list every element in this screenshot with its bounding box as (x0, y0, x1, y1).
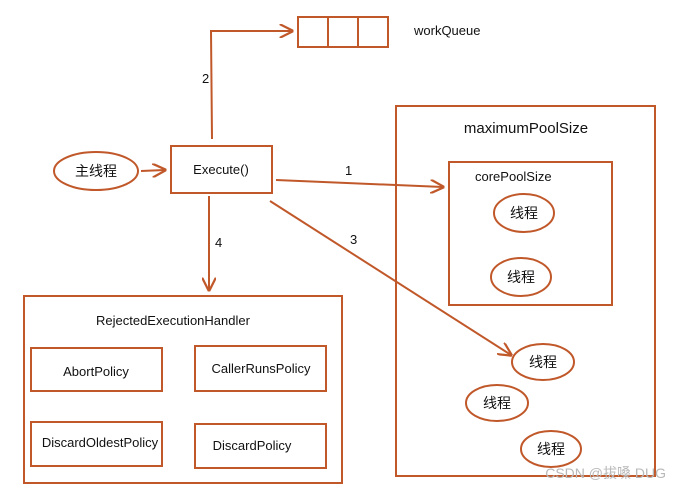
core-thread-label: 线程 (507, 269, 535, 285)
extra-thread-node (520, 430, 582, 468)
max-pool-title: maximumPoolSize (464, 120, 588, 137)
max-pool-box (395, 105, 656, 477)
extra-thread-label: 线程 (537, 441, 565, 457)
core-thread-label: 线程 (510, 205, 538, 221)
policy-label-abort: AbortPolicy (63, 364, 129, 379)
main-thread-label: 主线程 (75, 163, 117, 179)
core-pool-box (448, 161, 613, 306)
extra-thread-node (511, 343, 575, 381)
policy-box (194, 423, 327, 469)
policy-label-discard-oldest: DiscardOldestPolicy (42, 435, 159, 450)
arrow-main-to-execute (140, 170, 165, 171)
policy-box (30, 421, 163, 467)
work-queue-cell (327, 16, 359, 48)
main-thread-node (53, 151, 139, 191)
edge-label-1: 1 (345, 163, 352, 178)
extra-thread-label: 线程 (529, 354, 557, 370)
core-pool-title: corePoolSize (475, 169, 552, 184)
execute-label: Execute() (193, 162, 249, 177)
arrow-execute-to-core (275, 179, 443, 187)
watermark: CSDN @拔嗓 DUG (545, 465, 666, 481)
edge-label-3: 3 (350, 232, 357, 247)
handler-box (23, 295, 343, 484)
edge-label-2: 2 (202, 71, 209, 86)
core-thread-node (490, 257, 552, 297)
handler-title: RejectedExecutionHandler (96, 313, 251, 328)
work-queue-cell (297, 16, 329, 48)
arrow-execute-to-queue (209, 31, 292, 140)
edge-label-4: 4 (215, 235, 222, 250)
policy-box (194, 345, 327, 392)
core-thread-node (493, 193, 555, 233)
extra-thread-node (465, 384, 529, 422)
execute-node (170, 145, 273, 194)
policy-box (30, 347, 163, 392)
policy-label-caller-runs: CallerRunsPolicy (212, 361, 311, 376)
work-queue-cell (357, 16, 389, 48)
arrow-execute-to-thread (269, 200, 511, 355)
policy-label-discard: DiscardPolicy (213, 438, 292, 453)
work-queue-label: workQueue (413, 23, 480, 38)
extra-thread-label: 线程 (483, 395, 511, 411)
